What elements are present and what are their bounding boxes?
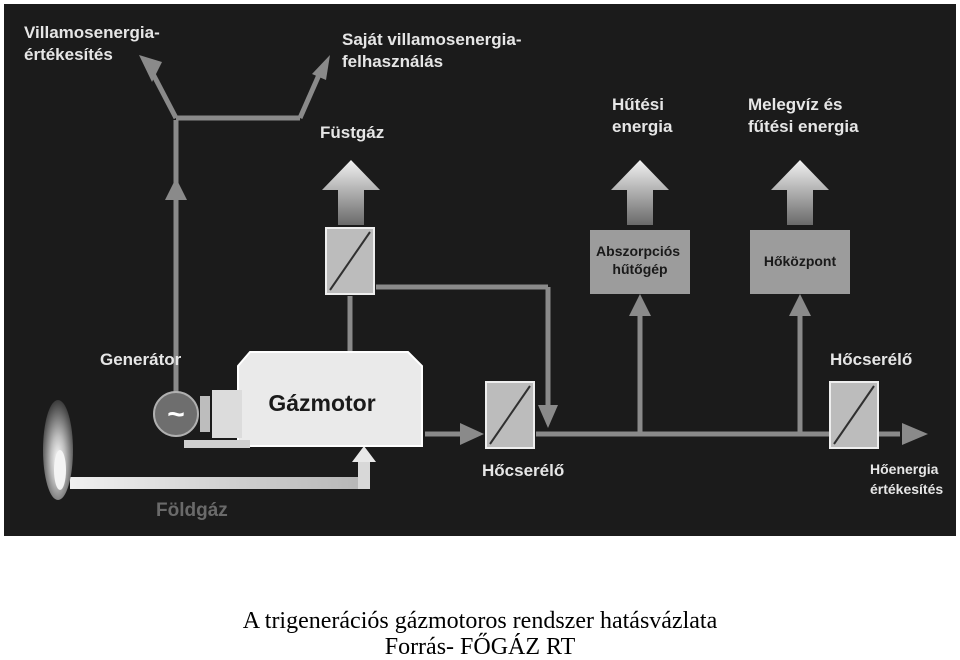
grid-sale-label: Villamosenergia- értékesítés — [24, 23, 164, 64]
arrowheads — [139, 55, 928, 445]
absorption-chiller-label: Abszorpciós hűtőgép — [596, 243, 684, 277]
gas-engine-label: Gázmotor — [268, 390, 375, 416]
flue-gas-label: Füstgáz — [320, 123, 384, 142]
heat-center-label: Hőközpont — [764, 253, 837, 269]
generator-label: Generátor — [100, 350, 182, 369]
heat-exchanger-right-label: Hőcserélő — [830, 350, 912, 369]
right-heat-exchanger-icon — [829, 381, 879, 449]
gas-engine — [184, 351, 423, 448]
trigeneration-diagram: Villamosenergia- értékesítés Saját villa… — [4, 4, 956, 536]
heat-exchanger-bottom-label: Hőcserélő — [482, 461, 564, 480]
own-use-label: Saját villamosenergia- felhasználás — [342, 30, 526, 71]
heat-center-box — [750, 230, 850, 294]
heat-sale-label: Hőenergia értékesítés — [870, 461, 943, 497]
hot-water-label: Melegvíz és fűtési energia — [748, 95, 859, 136]
bottom-heat-exchanger-icon — [485, 381, 535, 449]
flame-icon — [43, 400, 73, 500]
generator-symbol: ~ — [167, 398, 185, 431]
absorption-chiller-box — [590, 230, 690, 294]
caption-title: A trigenerációs gázmotoros rendszer hatá… — [242, 608, 718, 634]
natural-gas-line — [70, 446, 376, 489]
caption-source: Forrás- FŐGÁZ RT — [384, 634, 576, 660]
generator-icon — [153, 391, 199, 437]
flue-heat-exchanger-icon — [325, 227, 375, 295]
flow-lines — [149, 66, 900, 437]
up-arrows — [322, 160, 829, 225]
cooling-energy-label: Hűtési energia — [612, 95, 673, 136]
natural-gas-label: Földgáz — [156, 500, 228, 521]
